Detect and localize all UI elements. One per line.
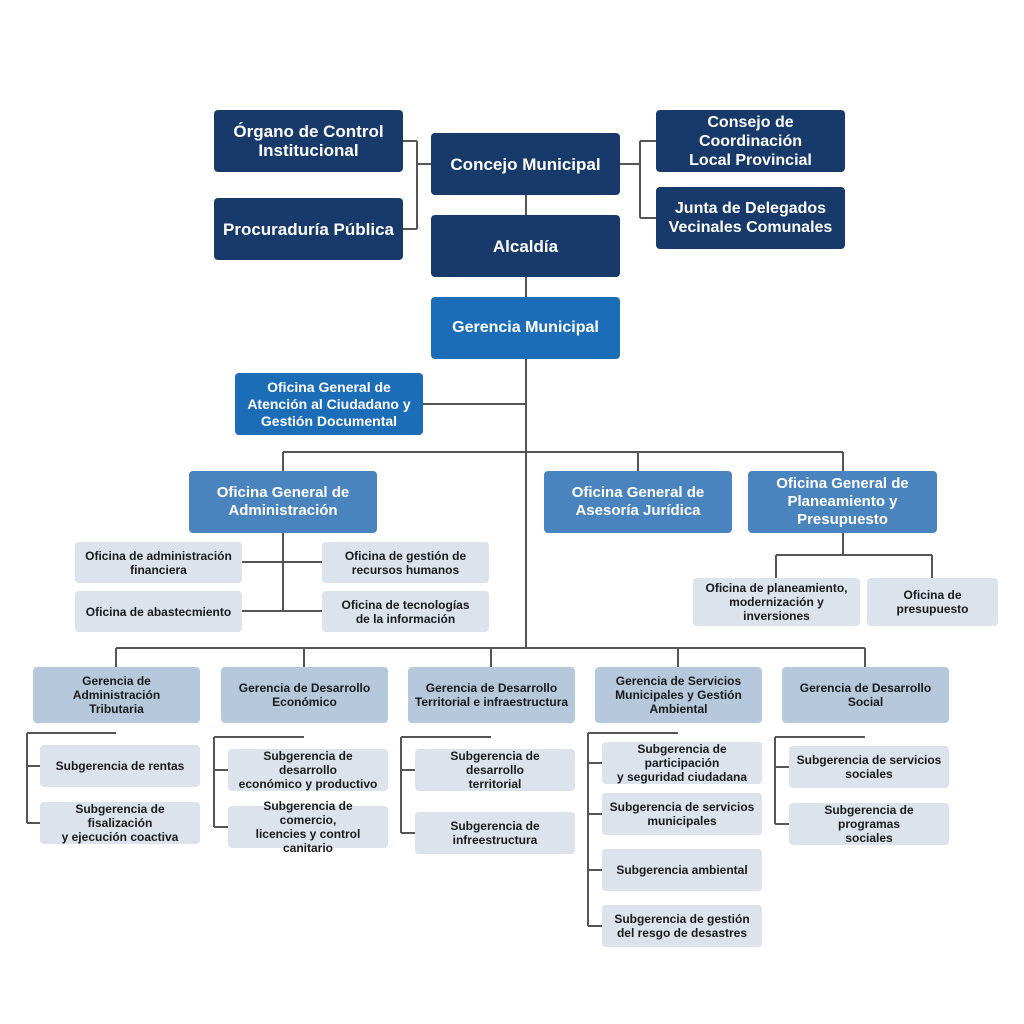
oficina-asesoria-box: Oficina General de Asesoría Jurídica [544,471,732,533]
subgerencia-box: Subgerencia de fisalización y ejecución … [40,802,200,844]
gerencia-box: Gerencia de Desarrollo Social [782,667,949,723]
subgerencia-box: Subgerencia de infreestructura [415,812,575,854]
organo-control-box: Órgano de Control Institucional [214,110,403,172]
gerencia-box: Gerencia de Administración Tributaria [33,667,200,723]
subgerencia-box: Subgerencia de desarrollo económico y pr… [228,749,388,791]
admin-unit-box: Oficina de administración financiera [75,542,242,583]
subgerencia-box: Subgerencia de desarrollo territorial [415,749,575,791]
gerencia-municipal-box: Gerencia Municipal [431,297,620,359]
procuraduria-box: Procuraduría Pública [214,198,403,260]
subgerencia-box: Subgerencia de servicios sociales [789,746,949,788]
subgerencia-box: Subgerencia de participación y seguridad… [602,742,762,784]
subgerencia-box: Subgerencia de comercio, licencies y con… [228,799,388,855]
admin-unit-box: Oficina de tecnologías de la información [322,591,489,632]
gerencia-box: Gerencia de Servicios Municipales y Gest… [595,667,762,723]
subgerencia-box: Subgerencia de rentas [40,745,200,787]
alcaldia-box: Alcaldía [431,215,620,277]
subgerencia-box: Subgerencia de servicios municipales [602,793,762,835]
admin-unit-box: Oficina de gestión de recursos humanos [322,542,489,583]
plan-unit-box: Oficina de planeamiento, modernización y… [693,578,860,626]
subgerencia-box: Subgerencia de gestión del resgo de desa… [602,905,762,947]
admin-unit-box: Oficina de abastecmiento [75,591,242,632]
plan-unit-box: Oficina de presupuesto [867,578,998,626]
oficina-administracion-box: Oficina General de Administración [189,471,377,533]
subgerencia-box: Subgerencia de programas sociales [789,803,949,845]
concejo-municipal-box: Concejo Municipal [431,133,620,195]
junta-delegados-box: Junta de Delegados Vecinales Comunales [656,187,845,249]
consejo-coordinacion-box: Consejo de Coordinación Local Provincial [656,110,845,172]
gerencia-box: Gerencia de Desarrollo Territorial e inf… [408,667,575,723]
gerencia-box: Gerencia de Desarrollo Económico [221,667,388,723]
subgerencia-box: Subgerencia ambiental [602,849,762,891]
oficina-planeamiento-box: Oficina General de Planeamiento y Presup… [748,471,937,533]
oficina-atencion-box: Oficina General de Atención al Ciudadano… [235,373,423,435]
